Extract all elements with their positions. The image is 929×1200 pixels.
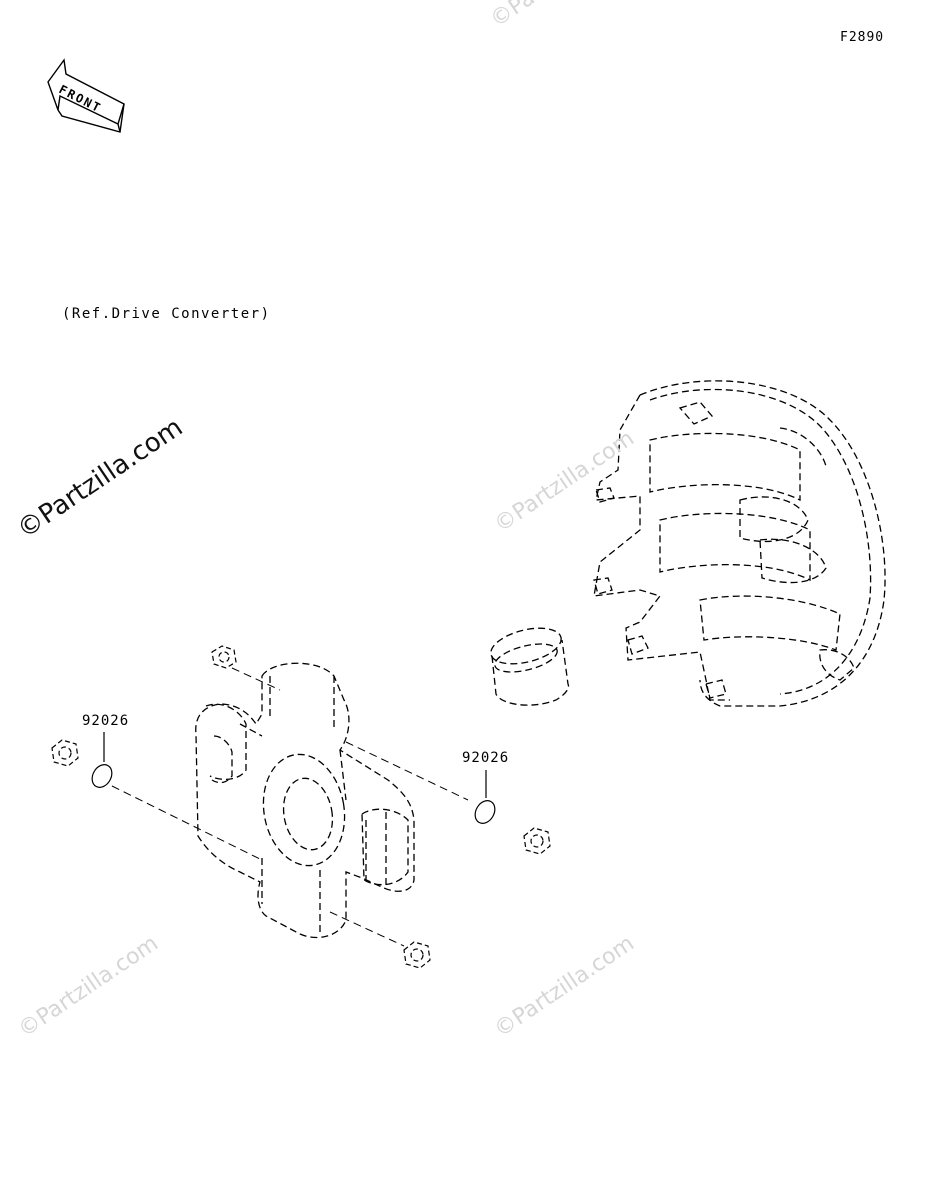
hex-nut-icon xyxy=(404,942,430,968)
hex-nut-icon xyxy=(212,646,236,668)
o-ring-right xyxy=(471,770,499,827)
figure-code: F2890 xyxy=(840,30,885,45)
front-arrow-icon: FRONT xyxy=(48,60,124,132)
o-ring-left xyxy=(88,732,116,791)
collar-sleeve xyxy=(487,622,568,705)
part-callout-right[interactable]: 92026 xyxy=(462,750,510,766)
part-callout-left[interactable]: 92026 xyxy=(82,713,130,729)
drive-converter-housing xyxy=(594,381,885,706)
assembly-leaders xyxy=(112,668,468,946)
carrier-bracket xyxy=(196,663,414,937)
hex-nut-icon xyxy=(524,828,550,854)
reference-note: (Ref.Drive Converter) xyxy=(62,306,271,322)
hex-nut-icon xyxy=(52,740,78,766)
